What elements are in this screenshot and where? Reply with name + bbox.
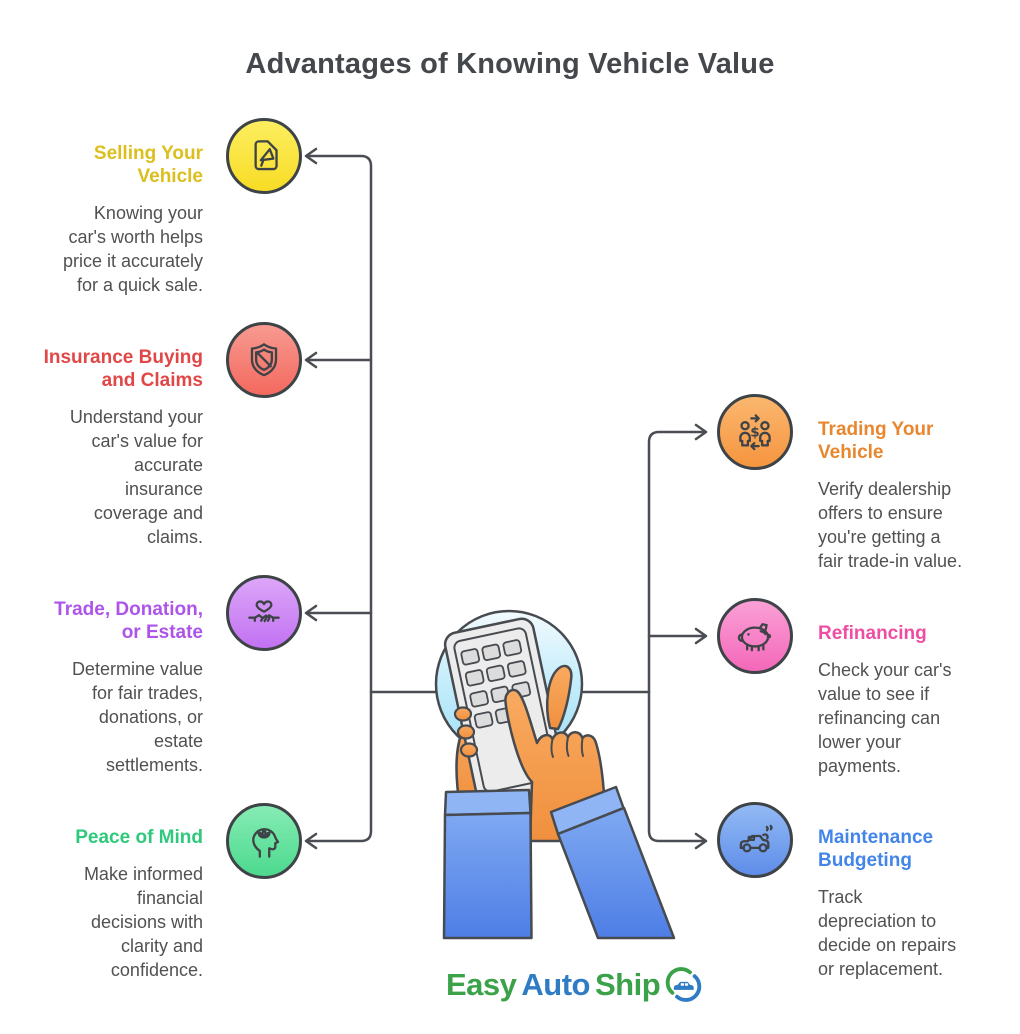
shield-slash-icon (226, 322, 302, 398)
logo-text-auto: Auto (521, 966, 590, 1002)
people-exchange-icon: $ (717, 394, 793, 470)
hands-calculator-illustration (434, 609, 676, 940)
item-peace-of-mind: Peace of Mind Make informed financial de… (35, 826, 203, 982)
item-trade-donation-estate: Trade, Donation, or Estate Determine val… (35, 598, 203, 777)
head-lotus-icon (226, 803, 302, 879)
item-description: Verify dealership offers to ensure you'r… (818, 479, 963, 571)
item-heading: Trading Your Vehicle (818, 419, 934, 463)
item-heading: Maintenance Budgeting (818, 827, 934, 871)
item-heading: Peace of Mind (75, 827, 203, 848)
heart-handshake-icon (226, 575, 302, 651)
item-selling-your-vehicle: Selling Your Vehicle Knowing your car's … (35, 142, 203, 297)
item-description: Check your car's value to see if refinan… (818, 660, 952, 776)
piggy-bank-icon (717, 598, 793, 674)
item-description: Track depreciation to decide on repairs … (818, 887, 957, 979)
item-insurance-buying: Insurance Buying and Claims Understand y… (35, 346, 203, 549)
item-heading: Refinancing (818, 623, 927, 644)
item-description: Knowing your car's worth helps price it … (62, 203, 203, 295)
item-maintenance-budgeting: Maintenance Budgeting Track depreciation… (818, 826, 996, 981)
logo-text-easy: Easy (446, 966, 517, 1002)
item-description: Make informed financial decisions with c… (83, 864, 203, 980)
car-maintenance-icon (717, 802, 793, 878)
item-heading: Insurance Buying and Claims (43, 347, 203, 391)
item-heading: Trade, Donation, or Estate (54, 599, 203, 643)
item-refinancing: Refinancing Check your car's value to se… (818, 622, 996, 778)
page-title: Advantages of Knowing Vehicle Value (245, 48, 775, 80)
logo-text-ship: Ship (595, 966, 661, 1002)
document-megaphone-icon (226, 118, 302, 194)
item-description: Understand your car's value for accurate… (69, 407, 203, 547)
logo-globe-car-icon (665, 967, 702, 1002)
item-trading-your-vehicle: Trading Your Vehicle Verify dealership o… (818, 418, 996, 573)
item-heading: Selling Your Vehicle (93, 143, 203, 187)
item-description: Determine value for fair trades, donatio… (71, 659, 203, 775)
svg-text:$: $ (750, 425, 759, 441)
